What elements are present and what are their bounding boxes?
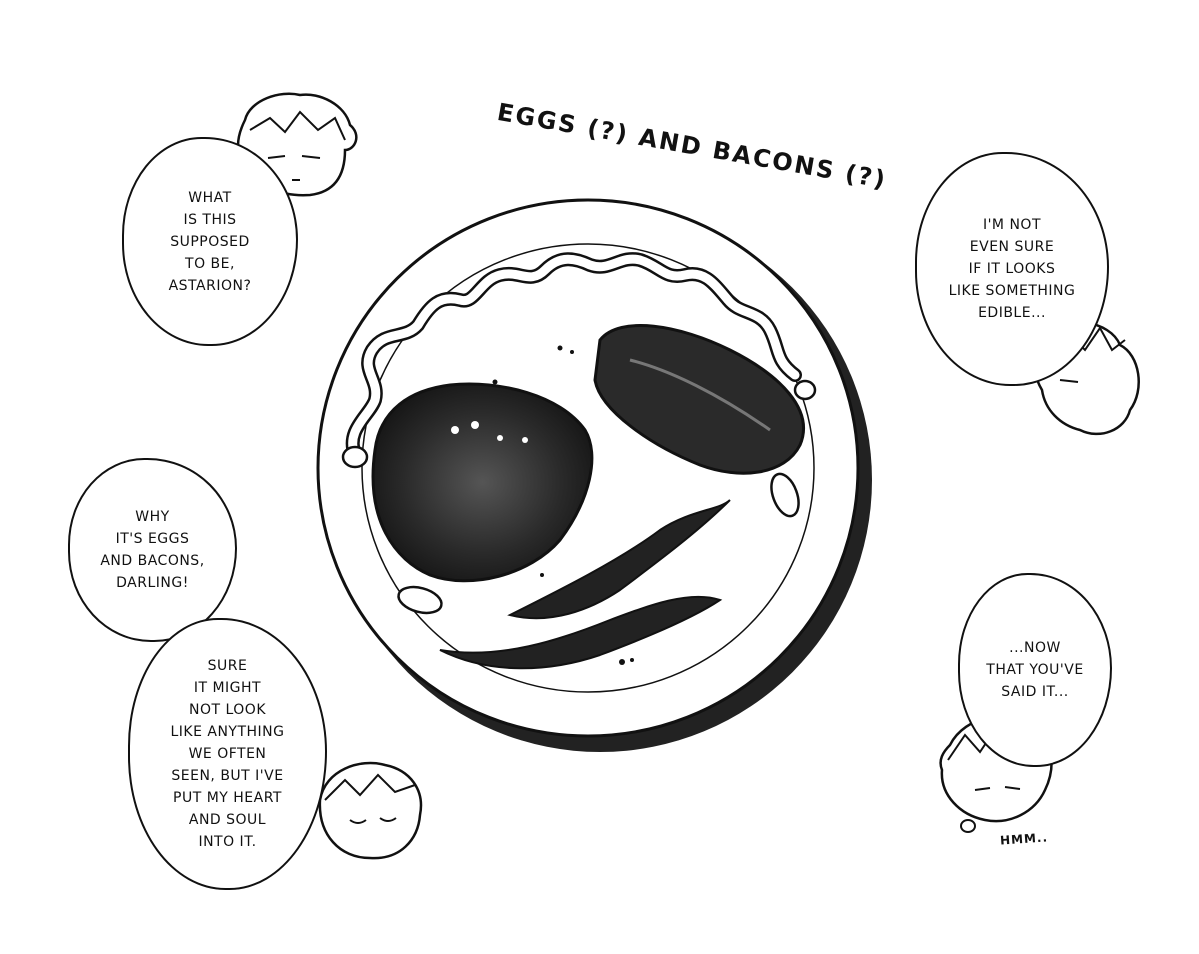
burnt-egg xyxy=(371,382,594,583)
speech-bubble-top-right: I'M NOT EVEN SURE IF IT LOOKS LIKE SOMET… xyxy=(915,152,1109,386)
speech-bubble-mid-left: WHY IT'S EGGS AND BACONS, DARLING! xyxy=(68,458,237,642)
speech-text-bottom-left: SURE IT MIGHT NOT LOOK LIKE ANYTHING WE … xyxy=(170,658,285,850)
speech-text-top-right: I'M NOT EVEN SURE IF IT LOOKS LIKE SOMET… xyxy=(948,217,1076,321)
speech-bubble-bottom-left: SURE IT MIGHT NOT LOOK LIKE ANYTHING WE … xyxy=(128,618,327,890)
bacon-strip-1 xyxy=(507,499,731,620)
speech-text-top-left: WHAT IS THIS SUPPOSED TO BE, ASTARION? xyxy=(168,189,252,294)
speech-text-mid-left: WHY IT'S EGGS AND BACONS, DARLING! xyxy=(100,509,205,591)
speech-bubble-top-left: WHAT IS THIS SUPPOSED TO BE, ASTARION? xyxy=(122,137,298,346)
bacon-top xyxy=(593,324,805,475)
speech-text-bottom-right: ...NOW THAT YOU'VE SAID IT... xyxy=(986,640,1084,700)
bacon-strip-2 xyxy=(439,595,723,670)
character-head-bottom-left xyxy=(318,761,423,860)
speech-bubble-bottom-right: ...NOW THAT YOU'VE SAID IT... xyxy=(958,573,1112,767)
